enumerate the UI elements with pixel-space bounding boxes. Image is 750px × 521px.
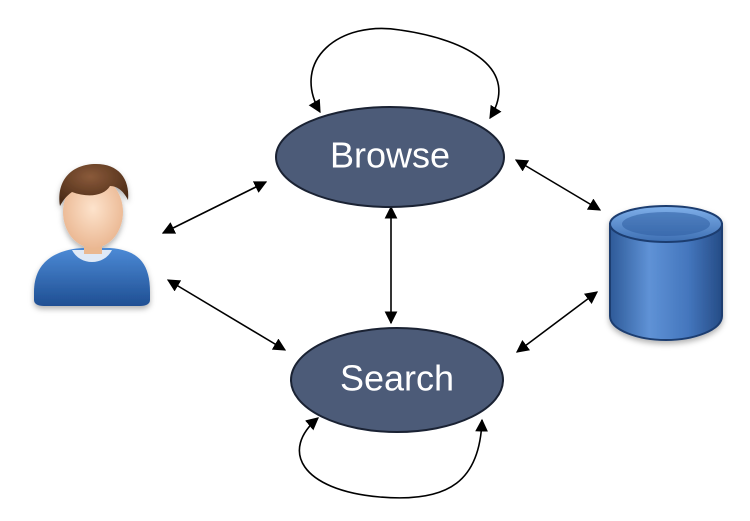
database-top-inner [622, 212, 710, 236]
browse-node[interactable]: Browse [275, 106, 505, 208]
user-hair [59, 164, 129, 206]
user-shirt [34, 248, 150, 306]
edge-search-database [515, 291, 599, 353]
browse-node-shape [275, 106, 505, 208]
search-node-label: Search [340, 358, 454, 399]
search-node[interactable]: Search [290, 327, 504, 433]
edge-browse-database [514, 159, 602, 211]
edges [161, 27, 602, 499]
search-node-shape [290, 327, 504, 433]
edge-search-self-loop [298, 417, 489, 499]
browse-node-label: Browse [330, 135, 450, 176]
edge-user-search [166, 279, 287, 351]
user-icon[interactable] [34, 164, 150, 306]
user-face [63, 176, 123, 248]
edge-browse-self-loop [308, 27, 502, 120]
database-body [609, 223, 723, 342]
edge-user-browse [161, 181, 268, 234]
database-icon[interactable] [609, 205, 723, 342]
